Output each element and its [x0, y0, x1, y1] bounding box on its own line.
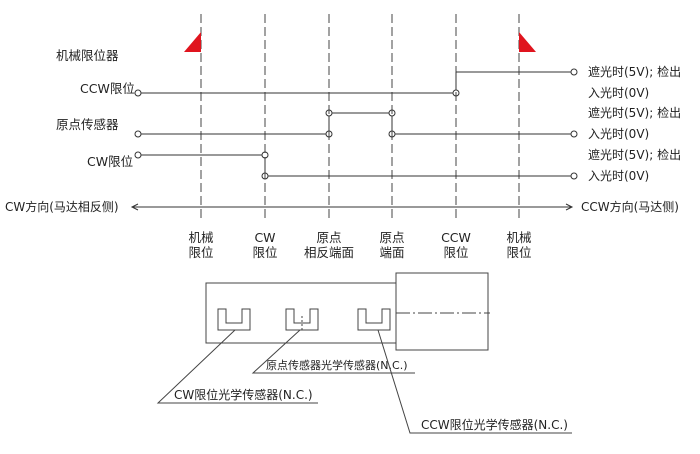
leader-lines [156, 329, 572, 434]
sensor-label-cw: CW限位光学传感器(N.C.) [174, 387, 313, 402]
label-cw-limit: CW限位 [87, 154, 133, 169]
origin-sensor-icon [285, 308, 319, 331]
ccw-sensor-icon [357, 308, 391, 331]
direction-cw: CW方向(马达相反侧) [5, 199, 119, 214]
mech-stopper-right-icon [519, 32, 536, 52]
state-ccw-low: 入光时(0V) [588, 86, 649, 100]
pos-ccw-1: CCW [441, 230, 471, 245]
direction-ccw: CCW方向(马达侧) [581, 199, 679, 214]
pos-mech-right-2: 限位 [506, 245, 531, 260]
state-cw-low: 入光时(0V) [588, 169, 649, 183]
state-ccw-high: 遮光时(5V); 检出 [588, 64, 681, 79]
pos-mech-right-1: 机械 [506, 230, 532, 245]
sensor-label-origin: 原点传感器光学传感器(N.C.) [266, 358, 408, 372]
waveform-ccw [134, 68, 578, 97]
label-mech-limit: 机械限位器 [56, 48, 119, 63]
pos-origin-far-1: 原点 [379, 230, 404, 245]
waveform-origin [134, 109, 578, 138]
actuator-body [205, 272, 490, 351]
waveform-cw [134, 151, 578, 180]
pos-mech-left-1: 机械 [188, 230, 214, 245]
state-origin-high: 遮光时(5V); 检出 [588, 105, 681, 120]
pos-ccw-2: 限位 [443, 245, 468, 260]
sensor-label-ccw: CCW限位光学传感器(N.C.) [421, 417, 568, 432]
motor-block [395, 272, 489, 351]
pos-cw-1: CW [254, 230, 275, 245]
state-cw-high: 遮光时(5V); 检出 [588, 147, 681, 162]
label-ccw-limit: CCW限位 [80, 81, 135, 96]
cw-sensor-icon [217, 308, 251, 331]
direction-axis [130, 203, 574, 211]
pos-origin-far-2: 端面 [379, 245, 404, 260]
pos-origin-near-1: 原点 [316, 230, 341, 245]
pos-cw-2: 限位 [252, 245, 277, 260]
state-origin-low: 入光时(0V) [588, 127, 649, 141]
mech-stopper-left-icon [184, 32, 201, 52]
pos-origin-near-2: 相反端面 [304, 245, 354, 260]
label-origin-sensor: 原点传感器 [56, 117, 119, 132]
pos-mech-left-2: 限位 [188, 245, 213, 260]
